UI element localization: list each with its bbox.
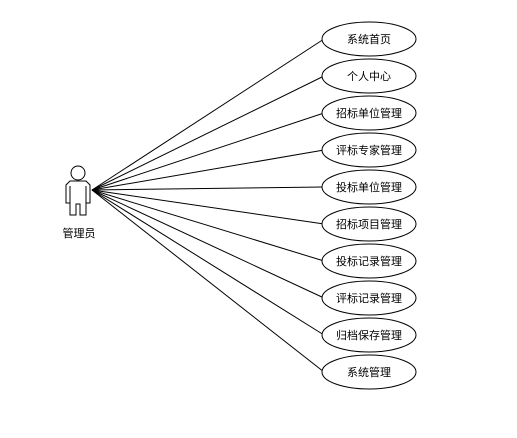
use-case-ellipse [321, 317, 417, 353]
use-case-ellipse [321, 243, 417, 279]
association-lines [91, 38, 325, 373]
association-line [91, 189, 325, 225]
association-line [91, 38, 325, 191]
use-case-label: 投标记录管理 [336, 254, 402, 268]
use-case-label: 系统首页 [347, 32, 391, 46]
association-line [91, 189, 325, 336]
use-case-label: 系统管理 [347, 365, 391, 379]
use-case-ellipse [321, 280, 417, 316]
use-case-label: 个人中心 [347, 70, 391, 83]
use-case-ellipse [321, 21, 417, 57]
use-case: 投标单位管理 [321, 169, 417, 205]
actor-figure [65, 165, 91, 216]
use-case-label: 评标专家管理 [336, 143, 402, 157]
association-line [91, 189, 325, 299]
use-case-ellipse [321, 132, 417, 168]
association-line [91, 189, 325, 373]
use-case: 招标单位管理 [321, 95, 417, 131]
use-case-label: 评标记录管理 [336, 291, 402, 305]
actor-label: 管理员 [63, 226, 96, 240]
use-case: 评标记录管理 [321, 280, 417, 316]
use-case: 系统首页 [321, 21, 417, 57]
use-case: 招标项目管理 [321, 206, 417, 242]
use-case-label: 招标单位管理 [336, 106, 402, 120]
use-case-ellipse [321, 206, 417, 242]
actor-head [70, 165, 86, 181]
use-case-label: 招标项目管理 [336, 217, 402, 231]
use-case: 归档保存管理 [321, 317, 417, 353]
use-case: 系统管理 [321, 354, 417, 390]
association-line [91, 75, 325, 191]
use-case-ellipse [321, 95, 417, 131]
use-case: 个人中心 [321, 58, 417, 94]
use-case: 评标专家管理 [321, 132, 417, 168]
association-line [91, 149, 325, 191]
actor-body [65, 180, 91, 216]
use-case-ellipse [321, 58, 417, 94]
association-line [91, 189, 325, 262]
use-case-label: 投标单位管理 [336, 180, 402, 194]
association-line [91, 112, 325, 191]
use-case-ellipse [321, 169, 417, 205]
use-case: 投标记录管理 [321, 243, 417, 279]
use-case-ellipse [321, 354, 417, 390]
use-case-list: 系统首页个人中心招标单位管理评标专家管理投标单位管理招标项目管理投标记录管理评标… [321, 21, 417, 390]
use-case-label: 归档保存管理 [336, 328, 402, 342]
association-line [91, 186, 325, 191]
